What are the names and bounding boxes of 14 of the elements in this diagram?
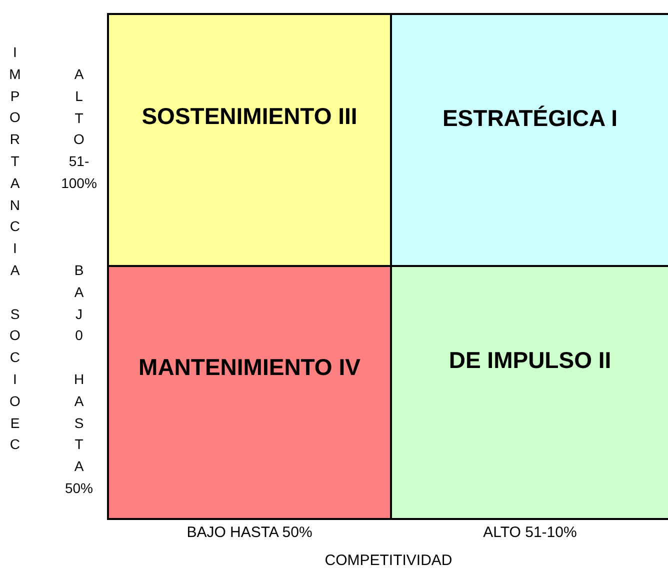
axis-label: BAJO HASTA 50% — [186, 524, 312, 541]
quadrant-box — [107, 13, 392, 267]
quadrant-box — [390, 265, 668, 520]
axis-title: COMPETITIVIDAD — [324, 552, 452, 569]
quadrant-label: SOSTENIMIENTO III — [142, 103, 358, 130]
quadrant-box — [107, 265, 392, 520]
axis-label: BAJ0 HASTA 50% — [64, 261, 94, 498]
axis-label: ALTO 51-10% — [483, 524, 577, 541]
quadrant-label: ESTRATÉGICA I — [442, 105, 618, 132]
quadrant-label: MANTENIMIENTO IV — [138, 354, 360, 381]
axis-label: ALTO 51-100% — [61, 65, 97, 193]
quadrant-label: DE IMPULSO II — [448, 347, 612, 374]
axis-title: IMPORTANCIA SOCIOEC — [9, 43, 21, 454]
quadrant-box — [390, 13, 668, 267]
